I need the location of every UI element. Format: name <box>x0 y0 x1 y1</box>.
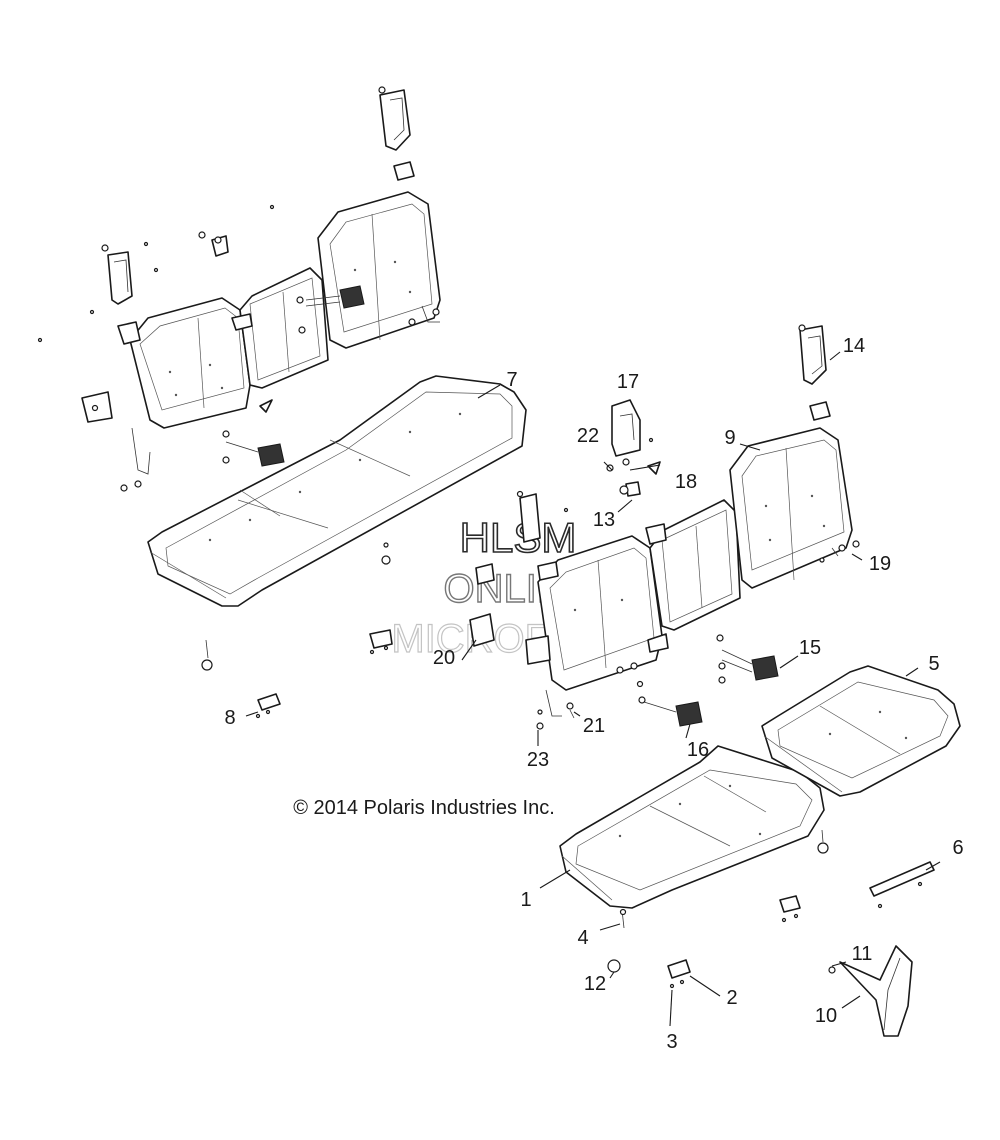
callout-20: 20 <box>433 647 455 669</box>
front-backrest-center-section <box>649 499 741 631</box>
callout-18: 18 <box>675 471 697 493</box>
rear-backrest-right-section <box>317 191 441 349</box>
callout-6: 6 <box>952 837 963 859</box>
callout-labels: 1 2 3 4 5 6 7 8 9 10 11 12 13 14 15 16 1… <box>224 335 963 1053</box>
callout-4: 4 <box>577 927 588 949</box>
callout-2: 2 <box>726 987 737 1009</box>
front-seat-cushion-right <box>761 665 961 797</box>
callout-11: 11 <box>852 943 873 965</box>
callout-9: 9 <box>724 427 735 449</box>
callout-3: 3 <box>666 1031 677 1053</box>
callout-5: 5 <box>928 653 939 675</box>
callout-8: 8 <box>224 707 235 729</box>
front-seatbelt-buckles <box>636 634 779 727</box>
front-backrest-right-section <box>729 427 853 589</box>
copyright-notice: © 2014 Polaris Industries Inc. <box>293 797 555 819</box>
guard-bracket <box>828 945 913 1037</box>
front-cushion-mounting-hardware <box>607 829 935 989</box>
rear-backrest-hardware <box>37 86 440 492</box>
front-backrest-hardware <box>469 324 860 730</box>
callout-22: 22 <box>577 425 599 447</box>
callout-1: 1 <box>520 889 531 911</box>
rear-backrest-center-section <box>239 267 329 389</box>
callout-16: 16 <box>687 739 709 761</box>
callout-10: 10 <box>815 1005 837 1027</box>
callout-12: 12 <box>584 973 606 995</box>
callout-7: 7 <box>506 369 517 391</box>
rear-cushion-mounting-hardware <box>201 629 393 719</box>
callout-17: 17 <box>617 371 639 393</box>
callout-19: 19 <box>869 553 891 575</box>
rear-seat-cushion <box>147 375 527 607</box>
rear-seatbelt-buckles <box>222 285 365 467</box>
watermark-line-1: HLSM <box>460 514 577 561</box>
front-seat-cushion-center <box>559 745 825 909</box>
callout-13: 13 <box>593 509 615 531</box>
callout-21: 21 <box>583 715 605 737</box>
callout-15: 15 <box>799 637 821 659</box>
callout-23: 23 <box>527 749 549 771</box>
callout-leaders <box>245 351 941 1027</box>
callout-14: 14 <box>843 335 865 357</box>
